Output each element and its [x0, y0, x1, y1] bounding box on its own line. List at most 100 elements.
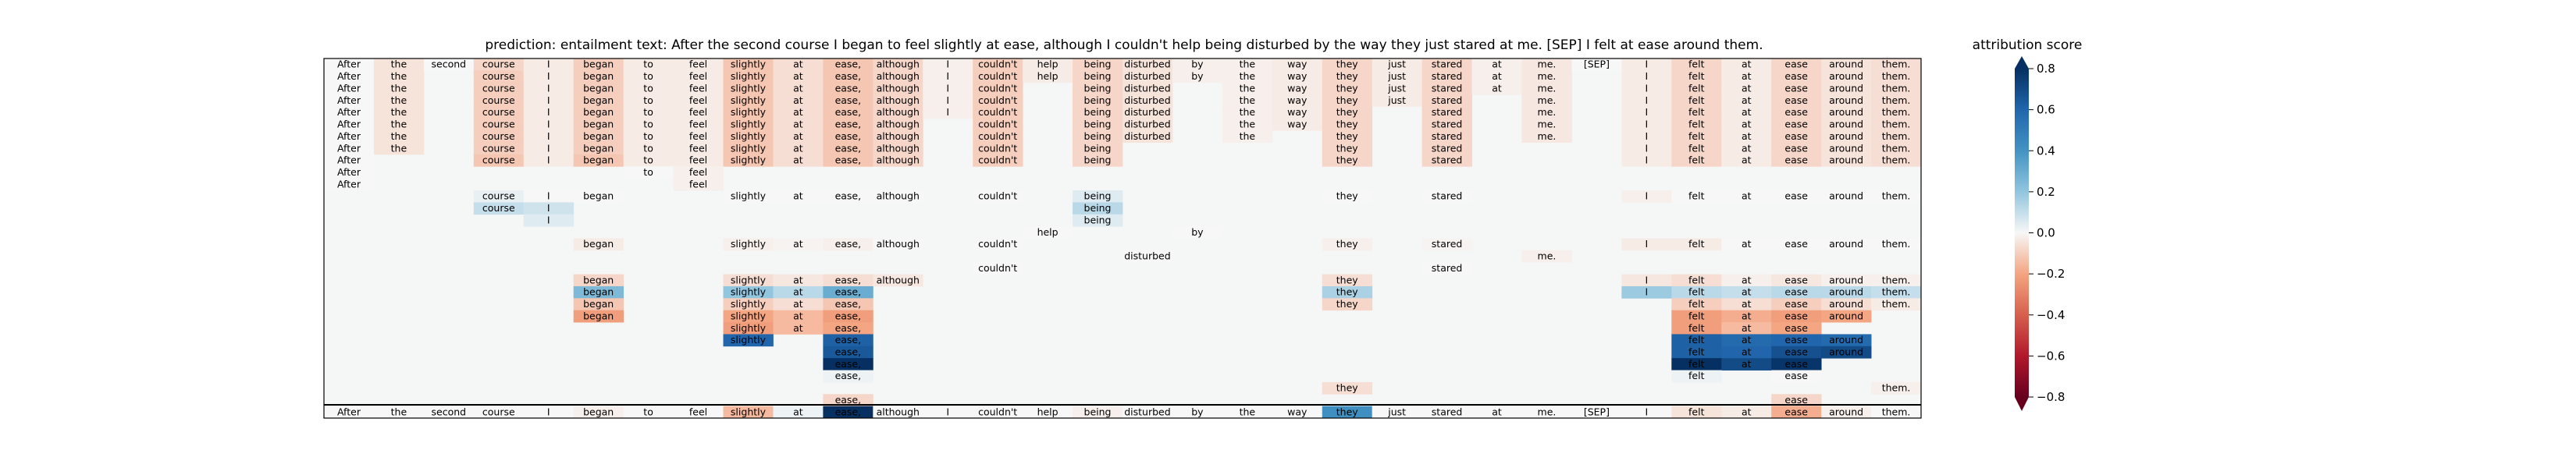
cell-token-label: at: [793, 154, 803, 166]
heatmap-cell: [1771, 298, 1822, 311]
cell-token-label: I: [547, 106, 550, 118]
heatmap-cell: [1272, 406, 1323, 419]
cell-token-label: the: [391, 58, 407, 70]
cell-token-label: began: [583, 142, 614, 154]
cell-token-label: at: [1742, 70, 1752, 82]
heatmap-cell: [1621, 94, 1672, 107]
cell-token-label: help: [1037, 70, 1059, 82]
cell-token-label: couldn't: [978, 262, 1017, 274]
cell-token-label: way: [1287, 106, 1308, 118]
heatmap-cell: [823, 106, 873, 119]
cell-token-label: at: [1742, 142, 1752, 154]
heatmap-cell: [873, 406, 923, 419]
heatmap-cell: [1771, 82, 1822, 95]
heatmap-cell: [1322, 130, 1373, 143]
cell-token-label: at: [793, 310, 803, 321]
cell-token-label: felt: [1688, 190, 1705, 202]
heatmap-cell: [1023, 70, 1073, 83]
cell-token-label: being: [1084, 214, 1112, 225]
heatmap-cell: [523, 130, 575, 143]
heatmap-cell: [324, 82, 375, 95]
cell-token-label: them.: [1882, 106, 1911, 118]
colorbar-tick-label: −0.4: [2037, 308, 2065, 322]
heatmap-cell: [573, 70, 624, 83]
cell-token-label: ease,: [835, 70, 862, 82]
cell-token-label: being: [1084, 406, 1112, 417]
heatmap-cell: [1871, 238, 1922, 251]
cell-token-label: me.: [1538, 119, 1557, 130]
cell-token-label: felt: [1688, 406, 1705, 417]
cell-token-label: slightly: [731, 154, 767, 166]
cell-token-label: at: [1742, 346, 1752, 357]
heatmap-cell: [1671, 298, 1722, 311]
heatmap-cell: [1172, 58, 1223, 71]
heatmap-cell: [973, 262, 1023, 275]
heatmap-cell: [1671, 322, 1722, 335]
cell-token-label: couldn't: [978, 58, 1017, 70]
heatmap-cell: [324, 142, 375, 155]
heatmap-cell: [1821, 106, 1872, 119]
heatmap-cell: [523, 106, 575, 119]
cell-token-label: just: [1387, 406, 1406, 417]
heatmap-cell: [523, 94, 575, 107]
heatmap-cell: [823, 346, 873, 359]
cell-token-label: After: [337, 142, 361, 154]
heatmap-cell: [973, 238, 1023, 251]
heatmap-cell: [1621, 406, 1672, 419]
heatmap-cell: [773, 142, 824, 155]
heatmap-cell: [324, 70, 375, 83]
heatmap-cell: [1821, 298, 1872, 311]
heatmap-cell: [1123, 58, 1173, 71]
heatmap-cell: [823, 358, 873, 370]
heatmap-cell: [1222, 82, 1273, 95]
cell-token-label: I: [1645, 142, 1648, 154]
heatmap-cell: [623, 118, 674, 131]
cell-token-label: After: [337, 130, 361, 142]
cell-token-label: ease,: [835, 106, 862, 118]
heatmap-cell: [1671, 358, 1722, 370]
cell-token-label: began: [583, 274, 614, 285]
cell-token-label: at: [793, 406, 803, 417]
heatmap-cell: [1771, 142, 1822, 155]
cell-token-label: stared: [1432, 154, 1463, 166]
cell-token-label: began: [583, 190, 614, 202]
heatmap-cell: [1621, 274, 1672, 287]
cell-token-label: began: [583, 238, 614, 250]
cell-token-label: course: [482, 202, 515, 214]
cell-token-label: disturbed: [1124, 406, 1170, 417]
heatmap-cell: [973, 154, 1023, 167]
heatmap-cell: [723, 334, 774, 347]
cell-token-label: stared: [1432, 406, 1463, 417]
heatmap-cells: [324, 58, 1922, 419]
cell-token-label: slightly: [731, 142, 767, 154]
heatmap-cell: [623, 106, 674, 119]
heatmap-cell: [773, 190, 824, 203]
heatmap-cell: [573, 238, 624, 251]
heatmap-cell: [1671, 82, 1722, 95]
colorbar-tick-label: −0.2: [2037, 267, 2065, 281]
heatmap-cell: [1671, 334, 1722, 347]
heatmap-cell: [723, 58, 774, 71]
cell-token-label: slightly: [731, 334, 767, 346]
cell-token-label: disturbed: [1124, 82, 1170, 94]
heatmap-cell: [1671, 106, 1722, 119]
cell-token-label: being: [1084, 202, 1112, 214]
heatmap-cell: [923, 70, 973, 83]
heatmap-cell: [1123, 130, 1173, 143]
cell-token-label: at: [1742, 58, 1752, 70]
cell-token-label: the: [391, 70, 407, 82]
heatmap-cell: [523, 202, 575, 215]
heatmap-cell: [1821, 142, 1872, 155]
cell-token-label: felt: [1688, 322, 1705, 334]
heatmap-cell: [673, 166, 724, 179]
cell-token-label: them.: [1882, 58, 1911, 70]
cell-token-label: couldn't: [978, 94, 1017, 106]
heatmap-cell: [1521, 58, 1572, 71]
heatmap-cell: [373, 118, 425, 131]
cell-token-label: [SEP]: [1584, 58, 1610, 70]
cell-token-label: being: [1084, 82, 1112, 94]
cell-token-label: to: [643, 142, 653, 154]
cell-token-label: slightly: [731, 119, 767, 130]
heatmap-cell: [1721, 142, 1772, 155]
heatmap-cell: [1721, 310, 1772, 323]
